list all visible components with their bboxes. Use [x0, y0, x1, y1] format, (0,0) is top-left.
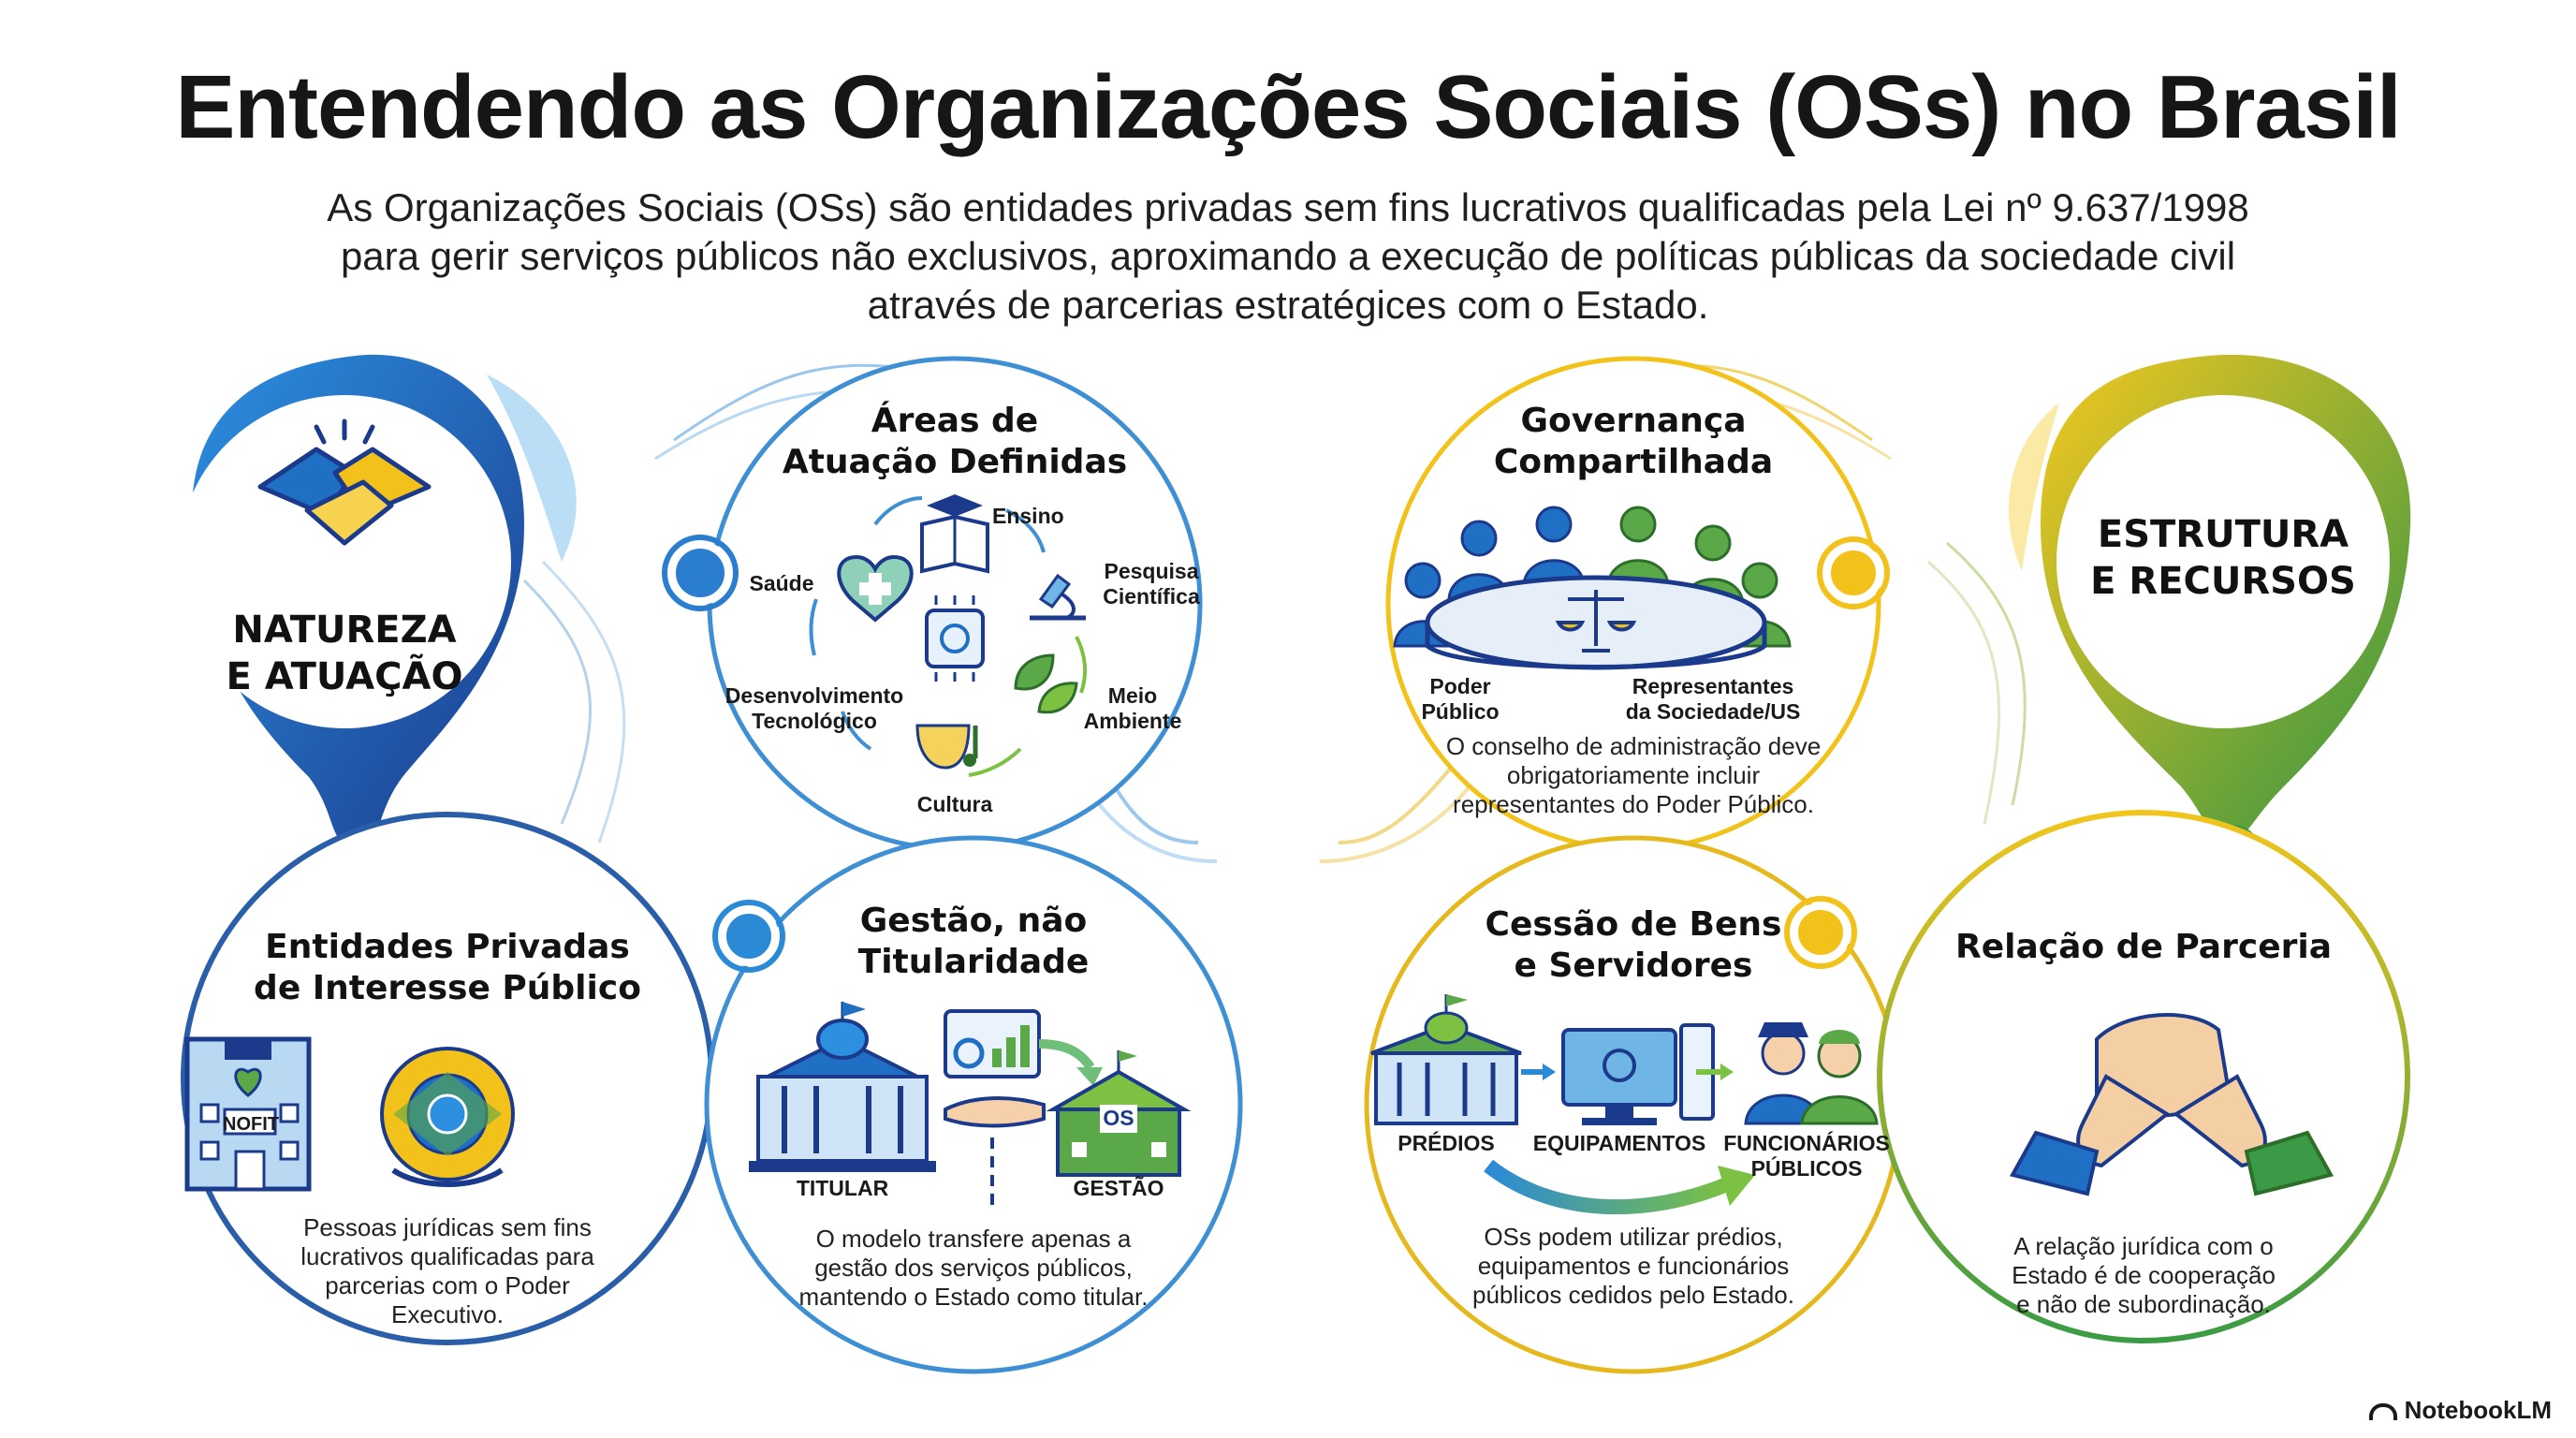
- entidades-body-line-1: Pessoas jurídicas sem fins: [303, 1213, 592, 1241]
- heart-icon: [837, 554, 914, 623]
- cessao-label-equipamentos: EQUIPAMENTOS: [1532, 1131, 1706, 1155]
- subtitle-line-3: através de parcerias estratégices com o …: [867, 283, 1709, 327]
- government-building-icon: [749, 1002, 936, 1172]
- natureza-title-line-2: E ATUAÇÃO: [226, 655, 463, 698]
- titular-label: TITULAR: [796, 1176, 889, 1200]
- gestao-body-line-3: mantendo o Estado como titular.: [798, 1283, 1149, 1311]
- areas-connector-node: [668, 541, 732, 605]
- gestao-connector-node: [719, 906, 779, 966]
- estrutura-title-line-2: E RECURSOS: [2090, 560, 2356, 603]
- building-icon: [184, 1036, 312, 1192]
- areas-title-line-2: Atuação Definidas: [782, 443, 1128, 481]
- parceria-body-line-2: Estado é de cooperação: [2012, 1261, 2276, 1289]
- governanca-left-label-1: Poder: [1429, 674, 1491, 698]
- gestao-label: GESTÃO: [1073, 1176, 1164, 1200]
- cessao-title-line-1: Cessão de Bens: [1485, 905, 1782, 944]
- areas-cycle: [809, 496, 1088, 777]
- area-label-desenv-1: Desenvolvimento: [724, 683, 904, 708]
- governanca-connector-node: [1823, 543, 1883, 603]
- cessao-body-line-1: OSs podem utilizar prédios,: [1484, 1223, 1783, 1251]
- scales-of-justice-icon: [1555, 590, 1637, 653]
- estrutura-circle: [2056, 395, 2390, 728]
- area-label-saude: Saúde: [749, 571, 814, 595]
- notebooklm-logo: NotebookLM: [2368, 1396, 2552, 1425]
- parceria-title: Relação de Parceria: [1955, 928, 2332, 966]
- estrutura-blob-highlight: [2008, 403, 2059, 571]
- public-building-icon: [1370, 994, 1522, 1125]
- gestao-body-line-1: O modelo transfere apenas a: [815, 1225, 1132, 1253]
- cessao-label-func-1: FUNCIONÁRIOS: [1723, 1131, 1890, 1155]
- area-label-pesquisa-1: Pesquisa: [1104, 559, 1199, 583]
- entidades-body-line-3: parcerias com o Poder: [325, 1271, 570, 1299]
- flow-curve-arrow: [1484, 1159, 1731, 1215]
- computer-icon: [1561, 1023, 1715, 1125]
- natureza-title-line-1: NATUREZA: [232, 609, 457, 652]
- cessao-body-line-3: públicos cedidos pelo Estado.: [1471, 1281, 1794, 1309]
- os-building-icon: [1046, 1050, 1192, 1177]
- hand-chart-icon: [944, 1009, 1046, 1128]
- page-title: Entendendo as Organizações Sociais (OSs)…: [175, 57, 2401, 157]
- natureza-circle: [178, 395, 511, 728]
- theater-masks-icon: [915, 724, 978, 770]
- governanca-title-line-1: Governança: [1520, 402, 1747, 440]
- governanca-body-line-2: obrigatoriamente incluir: [1506, 761, 1761, 789]
- leaf-icon: [1014, 653, 1078, 714]
- clasped-hands-icon: [2009, 1013, 2334, 1196]
- governanca-right-label-1: Representantes: [1632, 674, 1794, 698]
- area-label-desenv-2: Tecnológico: [752, 709, 877, 733]
- coat-of-arms-icon: [380, 1047, 515, 1187]
- estrutura-title-line-1: ESTRUTURA: [2097, 513, 2349, 556]
- natureza-blob-highlight: [487, 374, 577, 562]
- gestao-title-line-2: Titularidade: [857, 943, 1090, 981]
- area-label-ensino: Ensino: [992, 504, 1064, 528]
- cessao-label-predios: PRÉDIOS: [1398, 1131, 1495, 1155]
- public-workers-icon: [1744, 1022, 1879, 1125]
- gestao-body-line-2: gestão dos serviços públicos,: [814, 1254, 1133, 1282]
- microscope-icon: [1030, 573, 1086, 621]
- cessao-body-line-2: equipamentos e funcionários: [1477, 1252, 1790, 1280]
- area-label-meio-1: Meio: [1107, 683, 1158, 708]
- subtitle-line-1: As Organizações Sociais (OSs) são entida…: [327, 185, 2249, 229]
- notebooklm-logo-text: NotebookLM: [2404, 1396, 2552, 1424]
- governanca-body-line-1: O conselho de administração deve: [1445, 732, 1822, 760]
- governanca-title-line-2: Compartilhada: [1493, 443, 1774, 481]
- meeting-table-icon: [1393, 506, 1792, 670]
- os-label: OS: [1103, 1106, 1134, 1130]
- chip-icon: [925, 595, 985, 682]
- subtitle-line-2: para gerir serviços públicos não exclusi…: [340, 234, 2236, 278]
- parceria-body-line-1: A relação jurídica com o: [2013, 1232, 2274, 1260]
- gestao-title-line-1: Gestão, não: [859, 902, 1088, 940]
- cessao-title-line-2: e Servidores: [1514, 946, 1753, 985]
- handshake-icon: [257, 418, 432, 546]
- notebooklm-icon: [2368, 1403, 2397, 1421]
- entidades-body-line-4: Executivo.: [391, 1300, 504, 1328]
- cessao-label-func-2: PÚBLICOS: [1750, 1156, 1863, 1181]
- governanca-body-line-3: representantes do Poder Público.: [1453, 790, 1814, 818]
- cessao-connector-node: [1791, 902, 1851, 962]
- parceria-body-line-3: e não de subordinação.: [2016, 1290, 2271, 1318]
- governanca-left-label-2: Público: [1421, 699, 1500, 724]
- entidades-title-line-2: de Interesse Público: [254, 969, 641, 1007]
- flow-arrow: [1038, 1039, 1095, 1070]
- governanca-right-label-2: da Sociedade/US: [1625, 699, 1801, 724]
- areas-title-line-1: Áreas de: [871, 402, 1039, 440]
- book-icon: [920, 494, 989, 574]
- nofit-label: NOFIT: [223, 1114, 279, 1135]
- entidades-body-line-2: lucrativos qualificadas para: [300, 1242, 594, 1270]
- entidades-title-line-1: Entidades Privadas: [265, 928, 630, 966]
- area-label-meio-2: Ambiente: [1083, 709, 1182, 733]
- area-label-cultura: Cultura: [916, 792, 993, 816]
- area-label-pesquisa-2: Científica: [1103, 584, 1200, 609]
